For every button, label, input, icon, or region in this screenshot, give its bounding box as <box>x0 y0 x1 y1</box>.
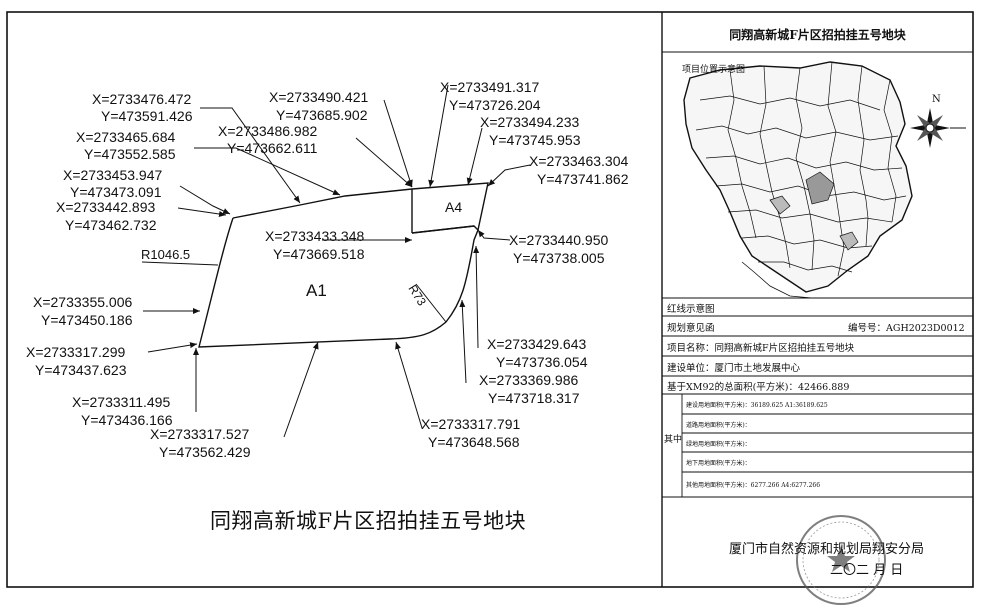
north-label: N <box>932 94 941 105</box>
coord-x: X=2733317.299 <box>26 344 125 360</box>
coord-x: X=2733433.348 <box>265 228 364 244</box>
department-name: 厦门市自然资源和规划局翔安分局 <box>729 542 925 557</box>
curve-r73-label: R73 <box>405 282 429 308</box>
leader-lines <box>143 84 531 438</box>
coord-labels: X=2733476.472 Y=473591.426 X=2733465.684… <box>26 79 629 460</box>
opinion-number: 编号号：AGH2023D0012 <box>848 323 965 334</box>
coord-x: X=2733440.950 <box>509 232 608 248</box>
area-row: 其他用地面积(平方米)：6277.266 A4:6277.266 <box>686 482 821 489</box>
coord-y: Y=473450.186 <box>41 312 133 328</box>
coord-x: X=2733369.986 <box>479 372 578 388</box>
coord-x: X=2733355.006 <box>33 294 132 310</box>
project-name: 项目名称：同翔高新城F片区招拍挂五号地块 <box>667 343 855 354</box>
coord-y: Y=473726.204 <box>449 97 541 113</box>
r73-leader <box>415 283 447 323</box>
coord-x: X=2733311.495 <box>72 394 170 410</box>
coord-x: X=2733465.684 <box>76 129 175 145</box>
coord-x: X=2733476.472 <box>92 91 191 107</box>
coord-y: Y=473436.166 <box>81 412 173 428</box>
map-caption: 项目位置示意图 <box>682 65 746 75</box>
area-row: 地下用地面积(平方米)： <box>686 460 751 467</box>
parcel-drawing <box>198 182 489 348</box>
coord-y: Y=473462.732 <box>65 217 157 233</box>
qizhong-label: 其中 <box>664 435 683 445</box>
coord-y: Y=473669.518 <box>273 246 365 262</box>
coord-x: X=2733453.947 <box>63 167 162 183</box>
coord-y: Y=473437.623 <box>35 362 127 378</box>
coord-x: X=2733317.527 <box>150 426 249 442</box>
coord-x: X=2733317.791 <box>421 416 520 432</box>
coord-y: Y=473648.568 <box>428 434 520 450</box>
coord-x: X=2733486.982 <box>218 123 317 139</box>
coord-y: Y=473473.091 <box>70 184 162 200</box>
red-line-section-label: 红线示意图 <box>667 304 715 315</box>
north-arrow-icon <box>910 108 966 148</box>
coord-y: Y=473552.585 <box>84 146 176 162</box>
issue-date: 二〇二 月 日 <box>830 563 904 578</box>
coord-x: X=2733494.233 <box>480 114 579 130</box>
coord-x: X=2733463.304 <box>529 153 628 169</box>
coord-x: X=2733442.893 <box>56 199 155 215</box>
total-area: 基于XM92的总面积(平方米)：42466.889 <box>667 382 850 393</box>
parcel-a4-label: A4 <box>445 199 462 215</box>
coord-x: X=2733490.421 <box>269 89 368 105</box>
coord-y: Y=473736.054 <box>496 354 588 370</box>
builder-name: 建设单位：厦门市土地发展中心 <box>667 363 801 374</box>
coord-y: Y=473662.611 <box>227 140 318 156</box>
opinion-label: 规划意见函 <box>667 323 715 334</box>
official-seal-icon <box>796 515 886 605</box>
outer-frame <box>6 11 974 588</box>
coord-y: Y=473738.005 <box>513 250 605 266</box>
parcel-a1-label: A1 <box>306 281 327 300</box>
coord-x: X=2733429.643 <box>487 336 586 352</box>
panel-grid <box>662 51 973 498</box>
coord-y: Y=473591.426 <box>101 108 193 124</box>
coord-y: Y=473685.902 <box>276 107 368 123</box>
area-row: 绿地用地面积(平方米)： <box>686 441 751 448</box>
parcel-a4-bottom <box>411 225 475 234</box>
curve-r1046-label: R1046.5 <box>141 247 190 262</box>
parcel-a1-boundary <box>198 217 479 348</box>
parcel-top-boundary <box>232 182 489 231</box>
location-map <box>683 61 913 299</box>
coord-y: Y=473718.317 <box>488 390 580 406</box>
coord-y: Y=473562.429 <box>159 444 251 460</box>
coord-y: Y=473745.953 <box>489 132 581 148</box>
panel-title: 同翔高新城F片区招拍挂五号地块 <box>729 27 906 42</box>
area-row: 道路用地面积(平方米)： <box>686 422 751 429</box>
coord-x: X=2733491.317 <box>440 79 539 95</box>
drawing-title: 同翔高新城F片区招拍挂五号地块 <box>210 509 527 533</box>
r1046-leader <box>141 261 219 266</box>
area-row: 建设用地面积(平方米)：36189.625 A1:36189.625 <box>686 402 828 409</box>
coord-y: Y=473741.862 <box>537 171 629 187</box>
